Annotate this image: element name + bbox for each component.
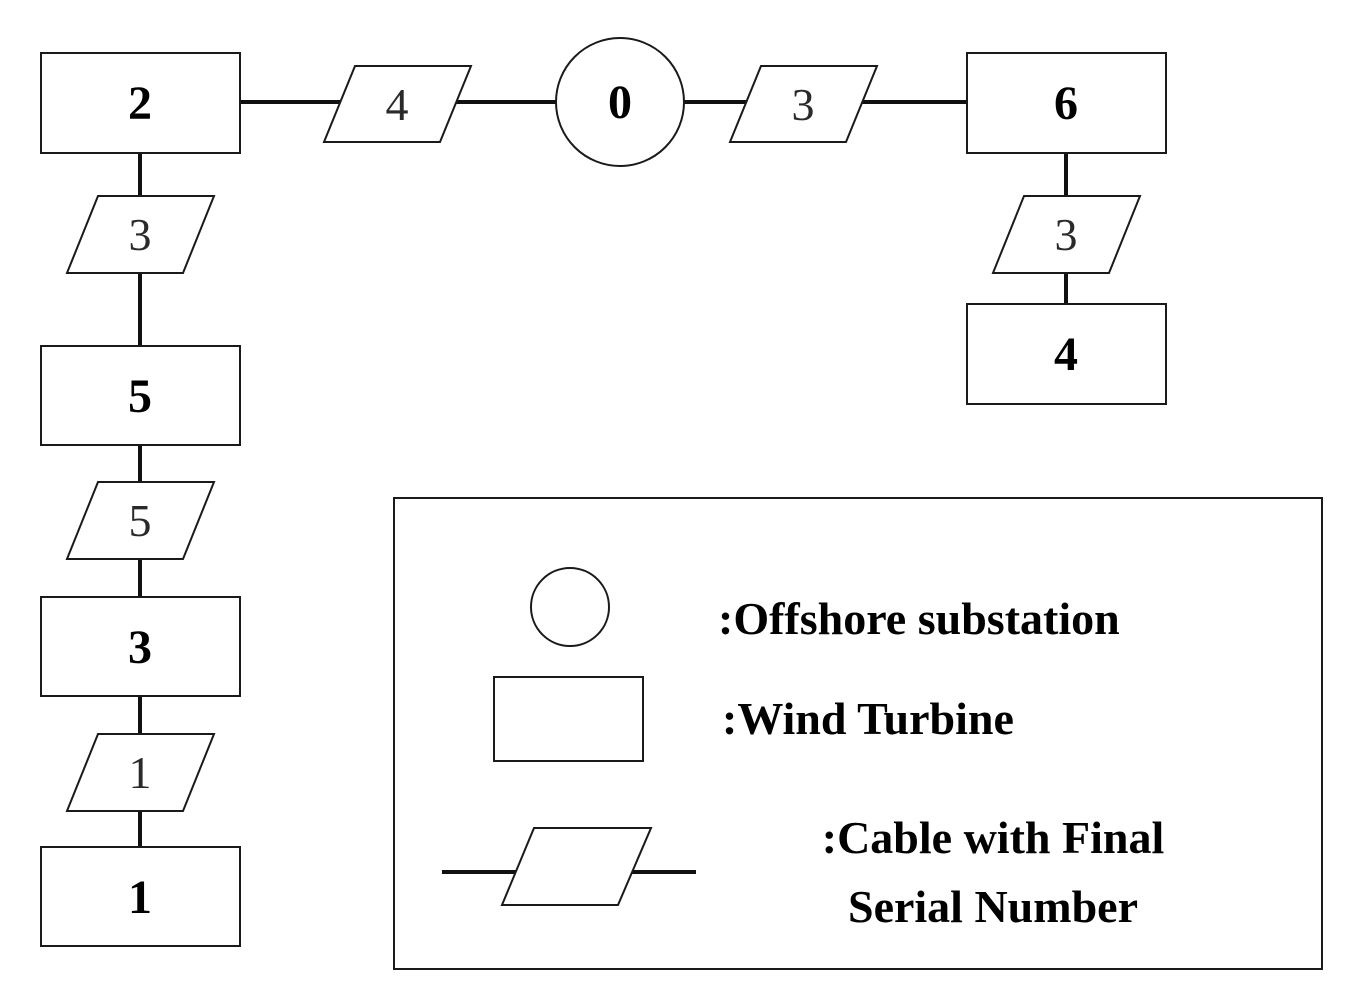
- substation-circle: [555, 37, 685, 167]
- cable-3-1: 1: [65, 733, 216, 812]
- cable-shape: [65, 733, 216, 812]
- turbine-box: [966, 303, 1167, 405]
- cable-shape: [322, 65, 473, 143]
- cable-serial-number: 3: [129, 209, 152, 260]
- turbine-number: 6: [1054, 77, 1078, 130]
- cable-serial-number: 1: [129, 747, 152, 798]
- cable-serial-number: 3: [792, 79, 815, 130]
- turbine-box: [40, 846, 241, 947]
- cable-0-6: 3: [728, 65, 879, 143]
- legend-cable-symbol: [442, 827, 696, 906]
- legend-turbine-label: :Wind Turbine: [722, 693, 1014, 744]
- cable-2-0: 4: [322, 65, 473, 143]
- cable-5-3: 5: [65, 481, 216, 560]
- cable-6-4: 3: [991, 195, 1142, 274]
- turbine-number: 4: [1054, 328, 1078, 381]
- cable-shape: [65, 195, 216, 274]
- legend-cable-shape: [500, 827, 653, 906]
- turbine-box: [966, 52, 1167, 154]
- legend-turbine-symbol: [493, 676, 644, 762]
- turbine-box: [40, 345, 241, 446]
- wind-turbine-4: 4: [966, 303, 1167, 405]
- substation-number: 0: [608, 76, 632, 129]
- turbine-box: [40, 52, 241, 154]
- wind-turbine-2: 2: [40, 52, 241, 154]
- turbine-number: 5: [128, 370, 152, 423]
- legend: :Offshore substation :Wind Turbine :Cabl…: [393, 497, 1323, 970]
- cable-serial-number: 5: [129, 495, 152, 546]
- turbine-number: 3: [128, 621, 152, 674]
- cable-shape: [991, 195, 1142, 274]
- cable-shape: [728, 65, 879, 143]
- turbine-box: [40, 596, 241, 697]
- turbine-number: 2: [128, 77, 152, 130]
- legend-cable-label-line1: :Cable with Final: [822, 812, 1164, 863]
- turbine-number: 1: [128, 871, 152, 924]
- cable-2-5: 3: [65, 195, 216, 274]
- legend-cable-label-line2: Serial Number: [848, 881, 1138, 932]
- wind-turbine-5: 5: [40, 345, 241, 446]
- cable-serial-number: 4: [386, 79, 409, 130]
- wind-turbine-3: 3: [40, 596, 241, 697]
- legend-substation-label: :Offshore substation: [718, 593, 1120, 644]
- cable-serial-number: 3: [1055, 209, 1078, 260]
- wind-turbine-6: 6: [966, 52, 1167, 154]
- legend-substation-symbol: [530, 567, 610, 647]
- wind-turbine-1: 1: [40, 846, 241, 947]
- offshore-substation-node: 0: [555, 37, 685, 167]
- cable-shape: [65, 481, 216, 560]
